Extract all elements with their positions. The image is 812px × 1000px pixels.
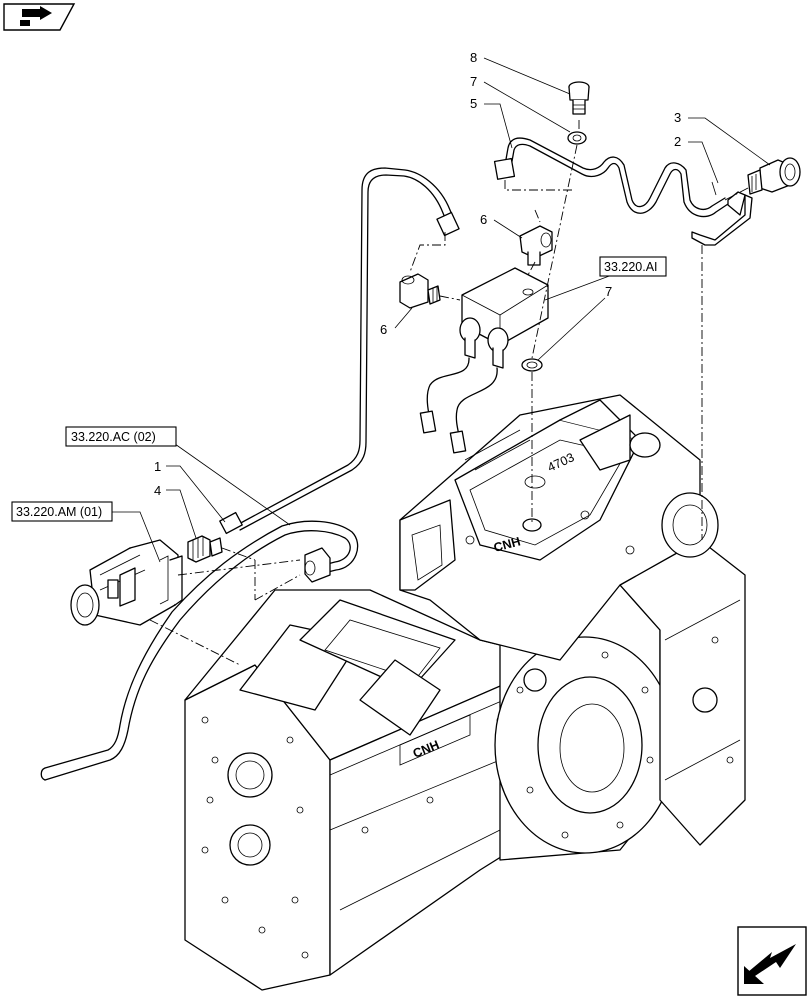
forward-arrow-icon[interactable]: [3, 3, 76, 31]
callout-8: 8: [470, 50, 477, 65]
hydraulic-pipe: [219, 167, 460, 535]
valve-block: [419, 267, 549, 454]
reference-box-am[interactable]: 33.220.AM (01): [11, 501, 113, 522]
hydraulic-cover: CNH 4703: [399, 394, 719, 661]
return-arrow-icon[interactable]: [737, 926, 807, 996]
pressure-sensor: [747, 157, 801, 195]
washer-top: [567, 131, 587, 145]
callout-leaders: [112, 57, 771, 563]
washer-lower: [521, 358, 543, 372]
reference-box-ai[interactable]: 33.220.AI: [599, 256, 667, 277]
assembly-centerlines: [149, 120, 749, 666]
elbow-fitting-lower: [399, 273, 441, 309]
callout-1: 1: [154, 459, 161, 474]
bracket: [691, 181, 753, 246]
callout-2: 2: [674, 134, 681, 149]
callout-numbers: 8 7 5 3 2 6 6 7 1 4: [154, 50, 681, 498]
plug: [568, 81, 590, 115]
reference-box-ac[interactable]: 33.220.AC (02): [65, 426, 177, 447]
reference-ai-label: 33.220.AI: [604, 260, 658, 274]
wire-harness: [40, 520, 359, 781]
callout-4: 4: [154, 483, 161, 498]
callout-6-lower: 6: [380, 322, 387, 337]
reference-ac-label: 33.220.AC (02): [71, 430, 156, 444]
callout-7-lower: 7: [605, 284, 612, 299]
callout-3: 3: [674, 110, 681, 125]
svg-text:CNH: CNH: [492, 534, 522, 555]
transmission-housing: CNH: [184, 539, 746, 991]
upper-pipe: [493, 137, 729, 218]
reference-am-label: 33.220.AM (01): [16, 505, 102, 519]
callout-7-top: 7: [470, 74, 477, 89]
callout-5: 5: [470, 96, 477, 111]
callout-6-upper: 6: [480, 212, 487, 227]
adapter-fitting: [187, 535, 223, 563]
elbow-fitting-upper: [519, 225, 553, 266]
pto-valve-assembly: [70, 539, 183, 626]
